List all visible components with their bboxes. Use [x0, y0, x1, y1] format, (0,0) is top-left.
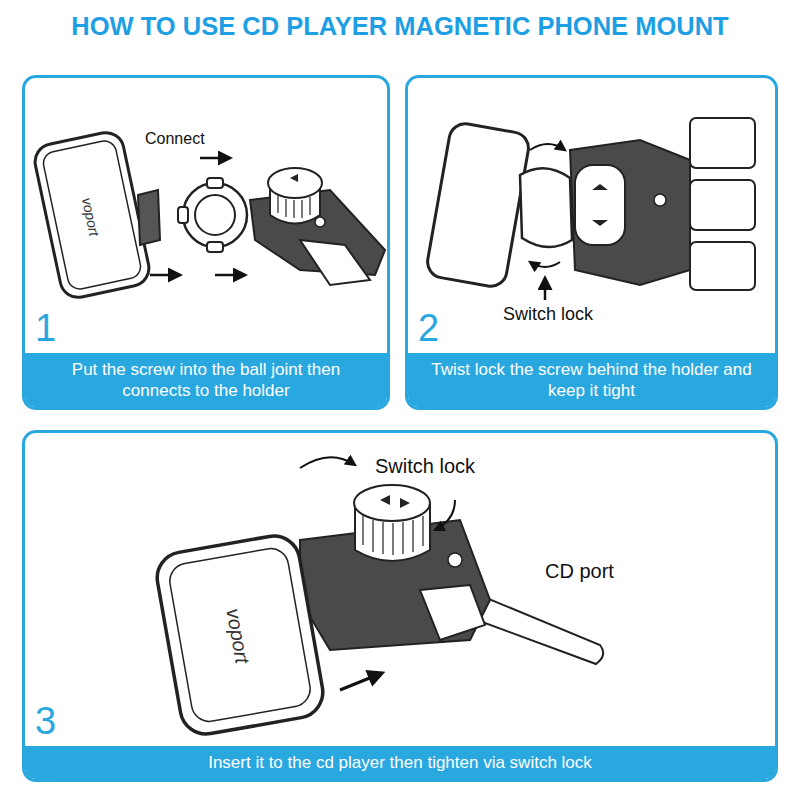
part-label: Switch lock: [375, 455, 475, 477]
ball-joint: [178, 178, 247, 252]
rotate-arrow: [530, 262, 560, 267]
caption-text: Insert it to the cd player then tighten …: [37, 752, 763, 773]
magnet-plate: [32, 129, 152, 300]
caption-text: Put the screw into the ball joint then c…: [37, 359, 375, 402]
title: HOW TO USE CD PLAYER MAGNETIC PHONE MOUN…: [0, 12, 800, 41]
holder: [520, 118, 755, 290]
part-label: Connect: [145, 130, 205, 148]
rotate-arrow: [530, 144, 565, 150]
part-label: Switch lock: [503, 305, 593, 325]
caption-text: Twist lock the screw behind the holder a…: [420, 359, 763, 402]
caption-band: Insert it to the cd player then tighten …: [25, 746, 775, 779]
caption-band: Put the screw into the ball joint then c…: [25, 353, 387, 408]
rotate-arrow: [435, 500, 455, 530]
step-number: 1: [35, 309, 56, 347]
step-panel: 2Twist lock the screw behind the holder …: [405, 75, 778, 410]
arrow: [544, 278, 547, 300]
holder: [300, 485, 490, 650]
step-panel: 1Put the screw into the ball joint then …: [22, 75, 390, 410]
arrow: [340, 673, 382, 690]
step-panel: 3Insert it to the cd player then tighten…: [22, 430, 778, 782]
magnet-plate-back: [425, 121, 531, 289]
holder: [250, 168, 385, 285]
part-label: CD port: [545, 560, 614, 582]
arrow: [150, 274, 180, 277]
step-number: 2: [418, 309, 439, 347]
magnet-plate: [153, 532, 327, 738]
step-number: 3: [35, 702, 56, 740]
screw-stud: [138, 190, 160, 245]
arrow: [215, 274, 245, 277]
caption-band: Twist lock the screw behind the holder a…: [408, 353, 775, 408]
rotate-arrow: [300, 457, 355, 468]
arrow: [200, 157, 230, 160]
